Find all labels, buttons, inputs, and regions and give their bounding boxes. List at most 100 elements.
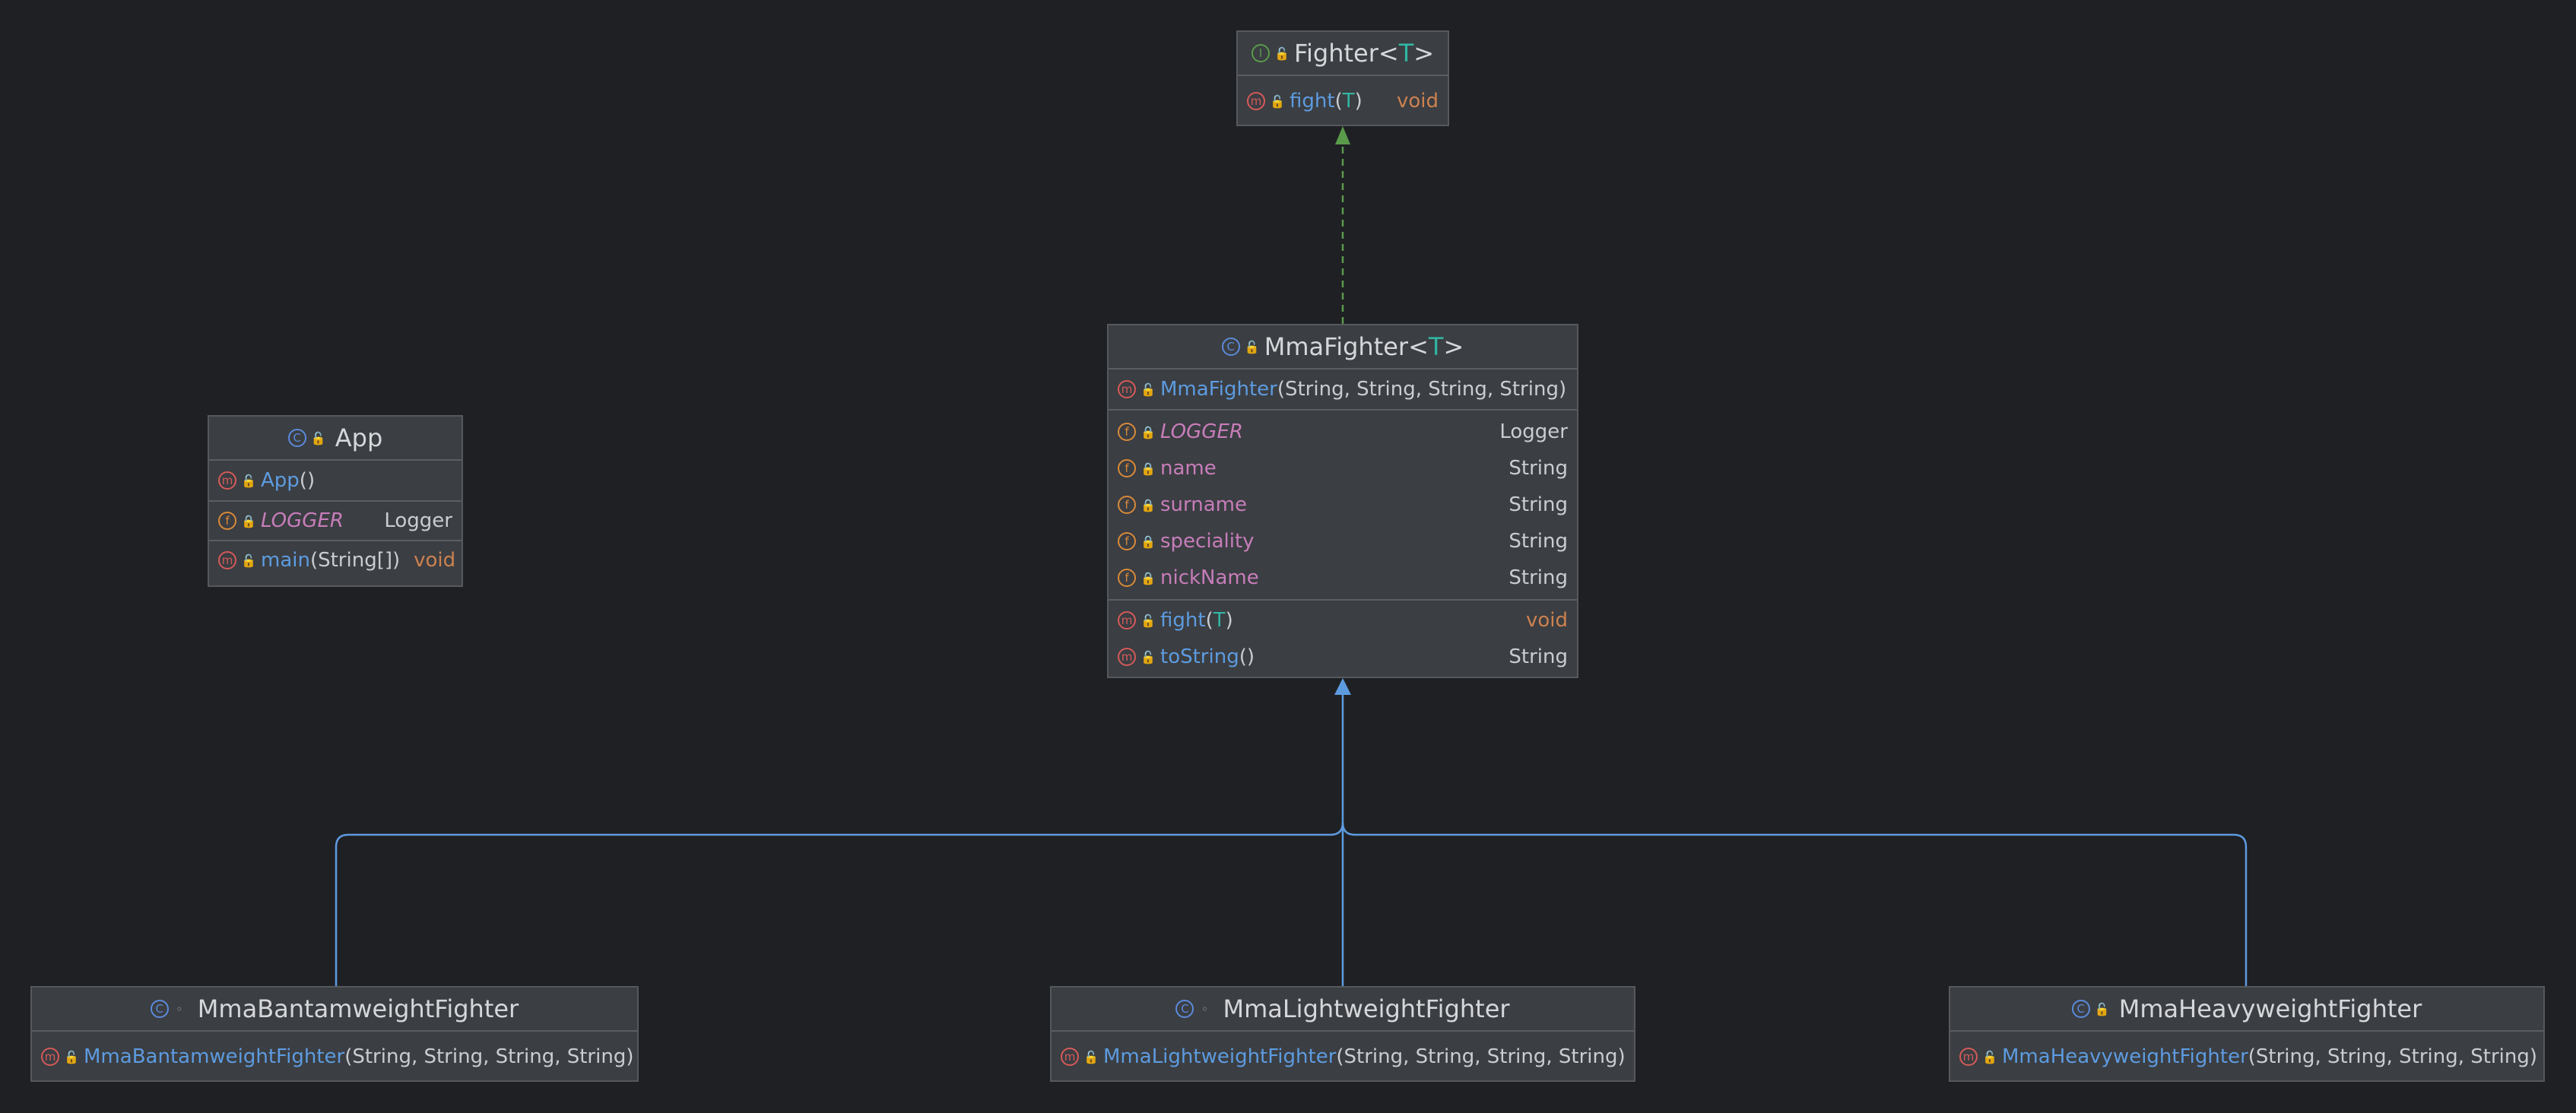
type-param-close: > — [1413, 39, 1435, 68]
fighter-title: Fighter — [1293, 39, 1378, 68]
method-signature: fight(T) — [1290, 90, 1363, 113]
class-icon: C — [150, 1000, 169, 1018]
lightweight-constructors: m 🔓 MmaLightweightFighter(String, String… — [1052, 1032, 1634, 1082]
field-icon: f — [218, 512, 236, 530]
field-row[interactable]: f 🔒 surname String — [1109, 487, 1577, 523]
field-icon: f — [1118, 532, 1136, 550]
fighter-methods: m 🔓 fight(T) void — [1238, 76, 1448, 126]
method-row[interactable]: m 🔓 main(String[]) void — [209, 541, 462, 579]
private-access-icon: 🔒 — [241, 513, 256, 528]
app-title: App — [335, 423, 383, 452]
field-type: Logger — [384, 509, 452, 532]
bantamweight-title: MmaBantamweightFighter — [197, 994, 519, 1023]
mma-fighter-class-box[interactable]: C 🔓 MmaFighter<T> m 🔓 MmaFighter(String,… — [1107, 324, 1578, 678]
mma-bantamweight-fighter-class-box[interactable]: C ◦ MmaBantamweightFighter m 🔓 MmaBantam… — [30, 986, 639, 1082]
app-header: C 🔓 App — [209, 417, 462, 461]
public-access-icon: 🔓 — [1244, 339, 1260, 354]
mma-fighter-methods: m 🔓 fight(T) void m 🔓 toString() String — [1109, 601, 1577, 677]
constructor-row[interactable]: m 🔓 MmaBantamweightFighter(String, Strin… — [32, 1032, 637, 1082]
fighter-interface-box[interactable]: I 🔓 Fighter<T> m 🔓 fight(T) void — [1236, 30, 1449, 126]
app-class-box[interactable]: C 🔓 App m 🔓 App() f 🔒 LOGGER Logger m 🔓 … — [208, 415, 463, 587]
method-signature: fight(T) — [1160, 609, 1233, 632]
implements-arrowhead — [1335, 126, 1350, 144]
field-type: String — [1508, 493, 1568, 516]
constructor-signature: MmaFighter(String, String, String, Strin… — [1160, 378, 1567, 401]
method-icon: m — [1118, 380, 1136, 398]
class-icon: C — [1175, 1000, 1194, 1018]
type-param-open: < — [1378, 39, 1399, 68]
public-access-icon: 🔓 — [1140, 382, 1156, 397]
app-fields: f 🔒 LOGGER Logger — [209, 502, 462, 541]
constructor-row[interactable]: m 🔓 MmaLightweightFighter(String, String… — [1052, 1032, 1634, 1082]
field-row[interactable]: f 🔒 name String — [1109, 450, 1577, 487]
app-methods: m 🔓 main(String[]) void — [209, 541, 462, 579]
return-type: void — [1525, 609, 1568, 632]
heavyweight-title: MmaHeavyweightFighter — [2118, 994, 2422, 1023]
method-icon: m — [41, 1048, 59, 1066]
public-access-icon: 🔓 — [1982, 1049, 1997, 1064]
private-access-icon: 🔒 — [1140, 424, 1156, 439]
method-icon: m — [1959, 1048, 1978, 1066]
public-access-icon: 🔓 — [1140, 649, 1156, 664]
bantamweight-constructors: m 🔓 MmaBantamweightFighter(String, Strin… — [32, 1032, 637, 1082]
fighter-header: I 🔓 Fighter<T> — [1238, 32, 1448, 76]
field-name: name — [1160, 457, 1217, 480]
public-access-icon: 🔓 — [1270, 94, 1285, 109]
extends-arrowhead — [1334, 678, 1351, 695]
private-access-icon: 🔒 — [1140, 570, 1156, 585]
method-icon: m — [1118, 611, 1136, 629]
field-type: String — [1508, 566, 1568, 589]
class-icon: C — [287, 429, 306, 447]
type-param-open: < — [1408, 332, 1429, 361]
method-signature: main(String[]) — [261, 549, 401, 572]
field-type: String — [1508, 530, 1568, 553]
constructor-signature: MmaBantamweightFighter(String, String, S… — [84, 1045, 634, 1068]
app-constructors: m 🔓 App() — [209, 461, 462, 502]
public-access-icon: 🔓 — [1083, 1049, 1099, 1064]
field-icon: f — [1118, 569, 1136, 587]
constructor-signature: MmaLightweightFighter(String, String, St… — [1103, 1045, 1626, 1068]
mma-fighter-header: C 🔓 MmaFighter<T> — [1109, 325, 1577, 369]
private-access-icon: 🔒 — [1140, 461, 1156, 476]
return-type: String — [1508, 645, 1568, 668]
field-name: LOGGER — [1160, 420, 1243, 443]
constructor-signature: MmaHeavyweightFighter(String, String, St… — [2002, 1045, 2538, 1068]
field-name: nickName — [1160, 566, 1259, 589]
extends-edge-heavy — [1341, 822, 2248, 986]
constructor-row[interactable]: m 🔓 MmaHeavyweightFighter(String, String… — [1950, 1032, 2543, 1082]
method-row[interactable]: m 🔓 fight(T) void — [1238, 76, 1448, 126]
field-row[interactable]: f 🔒 nickName String — [1109, 560, 1577, 596]
extends-edge-bantam — [335, 822, 1344, 986]
field-row[interactable]: f 🔒 LOGGER Logger — [209, 502, 462, 540]
field-type: String — [1508, 457, 1568, 480]
return-type: void — [1396, 90, 1439, 113]
method-signature: toString() — [1160, 645, 1255, 668]
heavyweight-constructors: m 🔓 MmaHeavyweightFighter(String, String… — [1950, 1032, 2543, 1082]
public-access-icon: 🔓 — [64, 1049, 79, 1064]
public-access-icon: 🔓 — [1140, 613, 1156, 628]
constructor-row[interactable]: m 🔓 MmaFighter(String, String, String, S… — [1109, 369, 1577, 409]
mma-heavyweight-fighter-class-box[interactable]: C 🔓 MmaHeavyweightFighter m 🔓 MmaHeavywe… — [1949, 986, 2545, 1082]
type-param: T — [1428, 332, 1444, 361]
public-access-icon: 🔓 — [241, 553, 256, 568]
field-row[interactable]: f 🔒 LOGGER Logger — [1109, 414, 1577, 450]
method-icon: m — [218, 551, 236, 569]
return-type: void — [414, 549, 456, 572]
method-row[interactable]: m 🔓 fight(T) void — [1109, 602, 1577, 639]
method-row[interactable]: m 🔓 toString() String — [1109, 639, 1577, 675]
method-icon: m — [1061, 1048, 1079, 1066]
class-icon: C — [2071, 1000, 2090, 1018]
package-private-icon: ◦ — [1201, 1001, 1209, 1016]
mma-lightweight-fighter-class-box[interactable]: C ◦ MmaLightweightFighter m 🔓 MmaLightwe… — [1050, 986, 1635, 1082]
type-param: T — [1398, 39, 1414, 68]
field-icon: f — [1118, 423, 1136, 441]
constructor-signature: App() — [261, 469, 316, 492]
public-access-icon: 🔓 — [310, 430, 326, 446]
method-icon: m — [1247, 92, 1265, 110]
public-access-icon: 🔓 — [1274, 46, 1290, 61]
constructor-row[interactable]: m 🔓 App() — [209, 461, 462, 500]
mma-fighter-fields: f 🔒 LOGGER Logger f 🔒 name String f 🔒 su… — [1109, 411, 1577, 601]
field-row[interactable]: f 🔒 speciality String — [1109, 523, 1577, 560]
lightweight-header: C ◦ MmaLightweightFighter — [1052, 988, 1634, 1032]
